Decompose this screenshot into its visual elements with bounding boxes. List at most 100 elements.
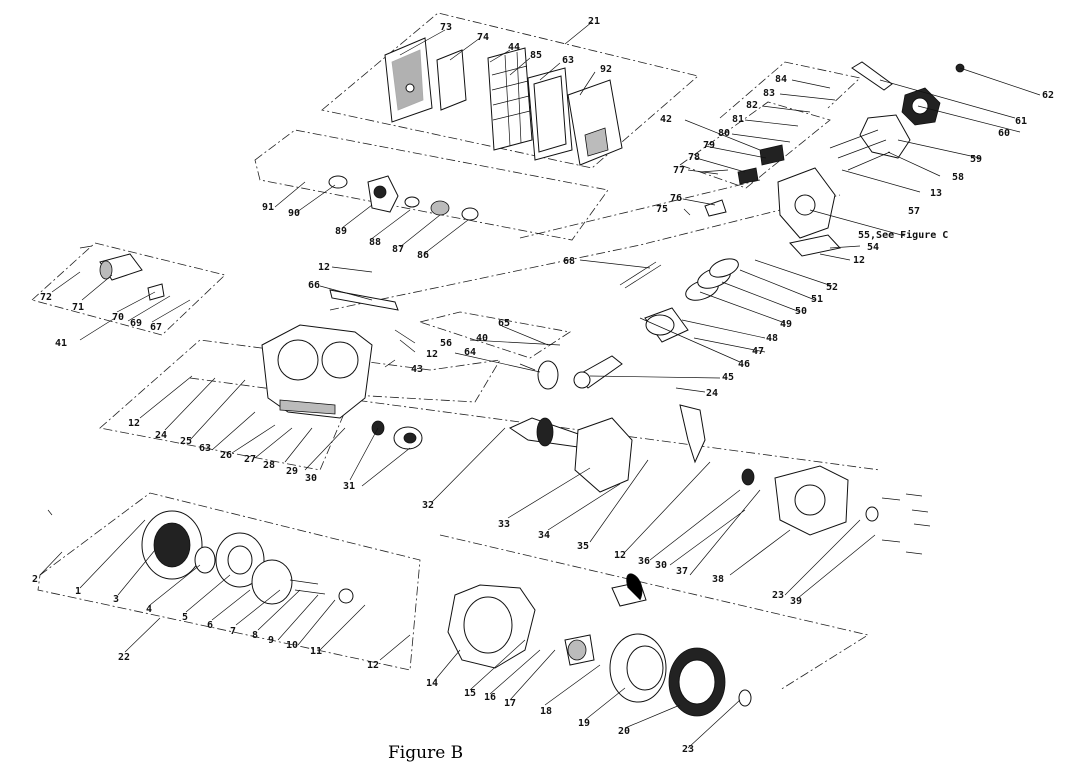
- group-22-outline: [37, 492, 421, 671]
- group-84-outline: [719, 61, 861, 119]
- callout-45: 45: [722, 372, 734, 383]
- crankcase-gasket: [574, 417, 633, 493]
- callout-56: 56: [440, 338, 452, 349]
- fan-cover: [447, 584, 536, 669]
- callout-86: 86: [417, 250, 429, 261]
- callout-38: 38: [712, 574, 724, 585]
- callout-74: 74: [477, 32, 489, 43]
- group-42-outline: [679, 101, 831, 189]
- callout-30-left: 30: [305, 473, 317, 484]
- parts: [99, 37, 965, 717]
- callout-84: 84: [775, 74, 787, 85]
- callout-12-top: 12: [318, 262, 330, 273]
- cylinder-axis-line: [329, 194, 841, 311]
- plate-54: [789, 234, 841, 257]
- callout-54: 54: [867, 242, 879, 253]
- callout-13: 13: [930, 188, 942, 199]
- callout-91: 91: [262, 202, 274, 213]
- callout-33: 33: [498, 519, 510, 530]
- callout-10: 10: [286, 640, 298, 651]
- callout-29: 29: [286, 466, 298, 477]
- rocker-arm-set: [699, 144, 785, 217]
- side-bolts: [881, 493, 931, 555]
- bracket-66: [329, 289, 399, 311]
- recoil-housing: [141, 510, 203, 580]
- callout-40: 40: [476, 333, 488, 344]
- head-bolts: [829, 129, 891, 171]
- callout-78: 78: [688, 152, 700, 163]
- piston: [644, 307, 689, 343]
- starter-cup: [564, 634, 595, 666]
- crankcase-cover: [774, 465, 849, 536]
- callout-92: 92: [600, 64, 612, 75]
- callout-50: 50: [795, 306, 807, 317]
- callout-11: 11: [310, 646, 322, 657]
- callout-labels: 73 74 44 85 63 92 21 84 83 82 81 80 42 7…: [32, 16, 1054, 755]
- callout-34: 34: [538, 530, 550, 541]
- callout-23-bottom: 23: [682, 744, 694, 755]
- callout-67: 67: [150, 322, 162, 333]
- carburetor: [367, 175, 399, 213]
- callout-43: 43: [411, 364, 423, 375]
- callout-77: 77: [673, 165, 685, 176]
- air-filter-base: [567, 79, 623, 166]
- flywheel-20: [668, 647, 726, 717]
- callout-60: 60: [998, 128, 1010, 139]
- spark-plug-wrench: [851, 61, 893, 91]
- pushrods-68: [619, 261, 662, 289]
- callout-72: 72: [40, 292, 52, 303]
- callout-87: 87: [392, 244, 404, 255]
- callout-49: 49: [780, 319, 792, 330]
- callout-79: 79: [703, 140, 715, 151]
- head-gasket: [859, 114, 911, 159]
- callout-21: 21: [588, 16, 600, 27]
- air-filter-gasket: [527, 67, 573, 161]
- callout-28: 28: [263, 460, 275, 471]
- callout-7: 7: [230, 626, 236, 637]
- piston-rings: [685, 258, 739, 301]
- air-filter-grid: [487, 47, 533, 151]
- callout-26: 26: [220, 450, 232, 461]
- air-filter-element: [436, 49, 467, 111]
- callout-51: 51: [811, 294, 823, 305]
- callout-3: 3: [113, 594, 119, 605]
- cover-plate-35: [679, 404, 706, 464]
- callout-12-head: 12: [853, 255, 865, 266]
- callout-24-left: 24: [155, 430, 167, 441]
- callout-75: 75: [656, 204, 668, 215]
- callout-70: 70: [112, 312, 124, 323]
- callout-90: 90: [288, 208, 300, 219]
- callout-63-top: 63: [562, 55, 574, 66]
- callout-35: 35: [577, 541, 589, 552]
- callout-24-right: 24: [706, 388, 718, 399]
- callout-8: 8: [252, 630, 258, 641]
- callout-63-crankcase: 63: [199, 443, 211, 454]
- governor-31: [393, 426, 423, 450]
- ignition-coil-18: [611, 573, 647, 607]
- callout-82: 82: [746, 100, 758, 111]
- callout-23-top: 23: [772, 590, 784, 601]
- callout-44: 44: [508, 42, 520, 53]
- connecting-rod: [573, 355, 623, 389]
- flywheel-19: [609, 633, 667, 703]
- callout-15: 15: [464, 688, 476, 699]
- group-65-outline: [418, 311, 572, 359]
- callout-58: 58: [952, 172, 964, 183]
- callout-4: 4: [146, 604, 152, 615]
- callout-2: 2: [32, 574, 38, 585]
- callout-41: 41: [55, 338, 67, 349]
- callout-85: 85: [530, 50, 542, 61]
- callout-61: 61: [1015, 116, 1027, 127]
- callout-18: 18: [540, 706, 552, 717]
- washer-23: [738, 689, 752, 707]
- callout-12-left: 12: [128, 418, 140, 429]
- callout-64: 64: [464, 347, 476, 358]
- callout-31: 31: [343, 481, 355, 492]
- callout-36: 36: [638, 556, 650, 567]
- group-41-outline: [31, 242, 226, 336]
- callout-46: 46: [738, 359, 750, 370]
- callout-19: 19: [578, 718, 590, 729]
- callout-27: 27: [244, 454, 256, 465]
- callout-89: 89: [335, 226, 347, 237]
